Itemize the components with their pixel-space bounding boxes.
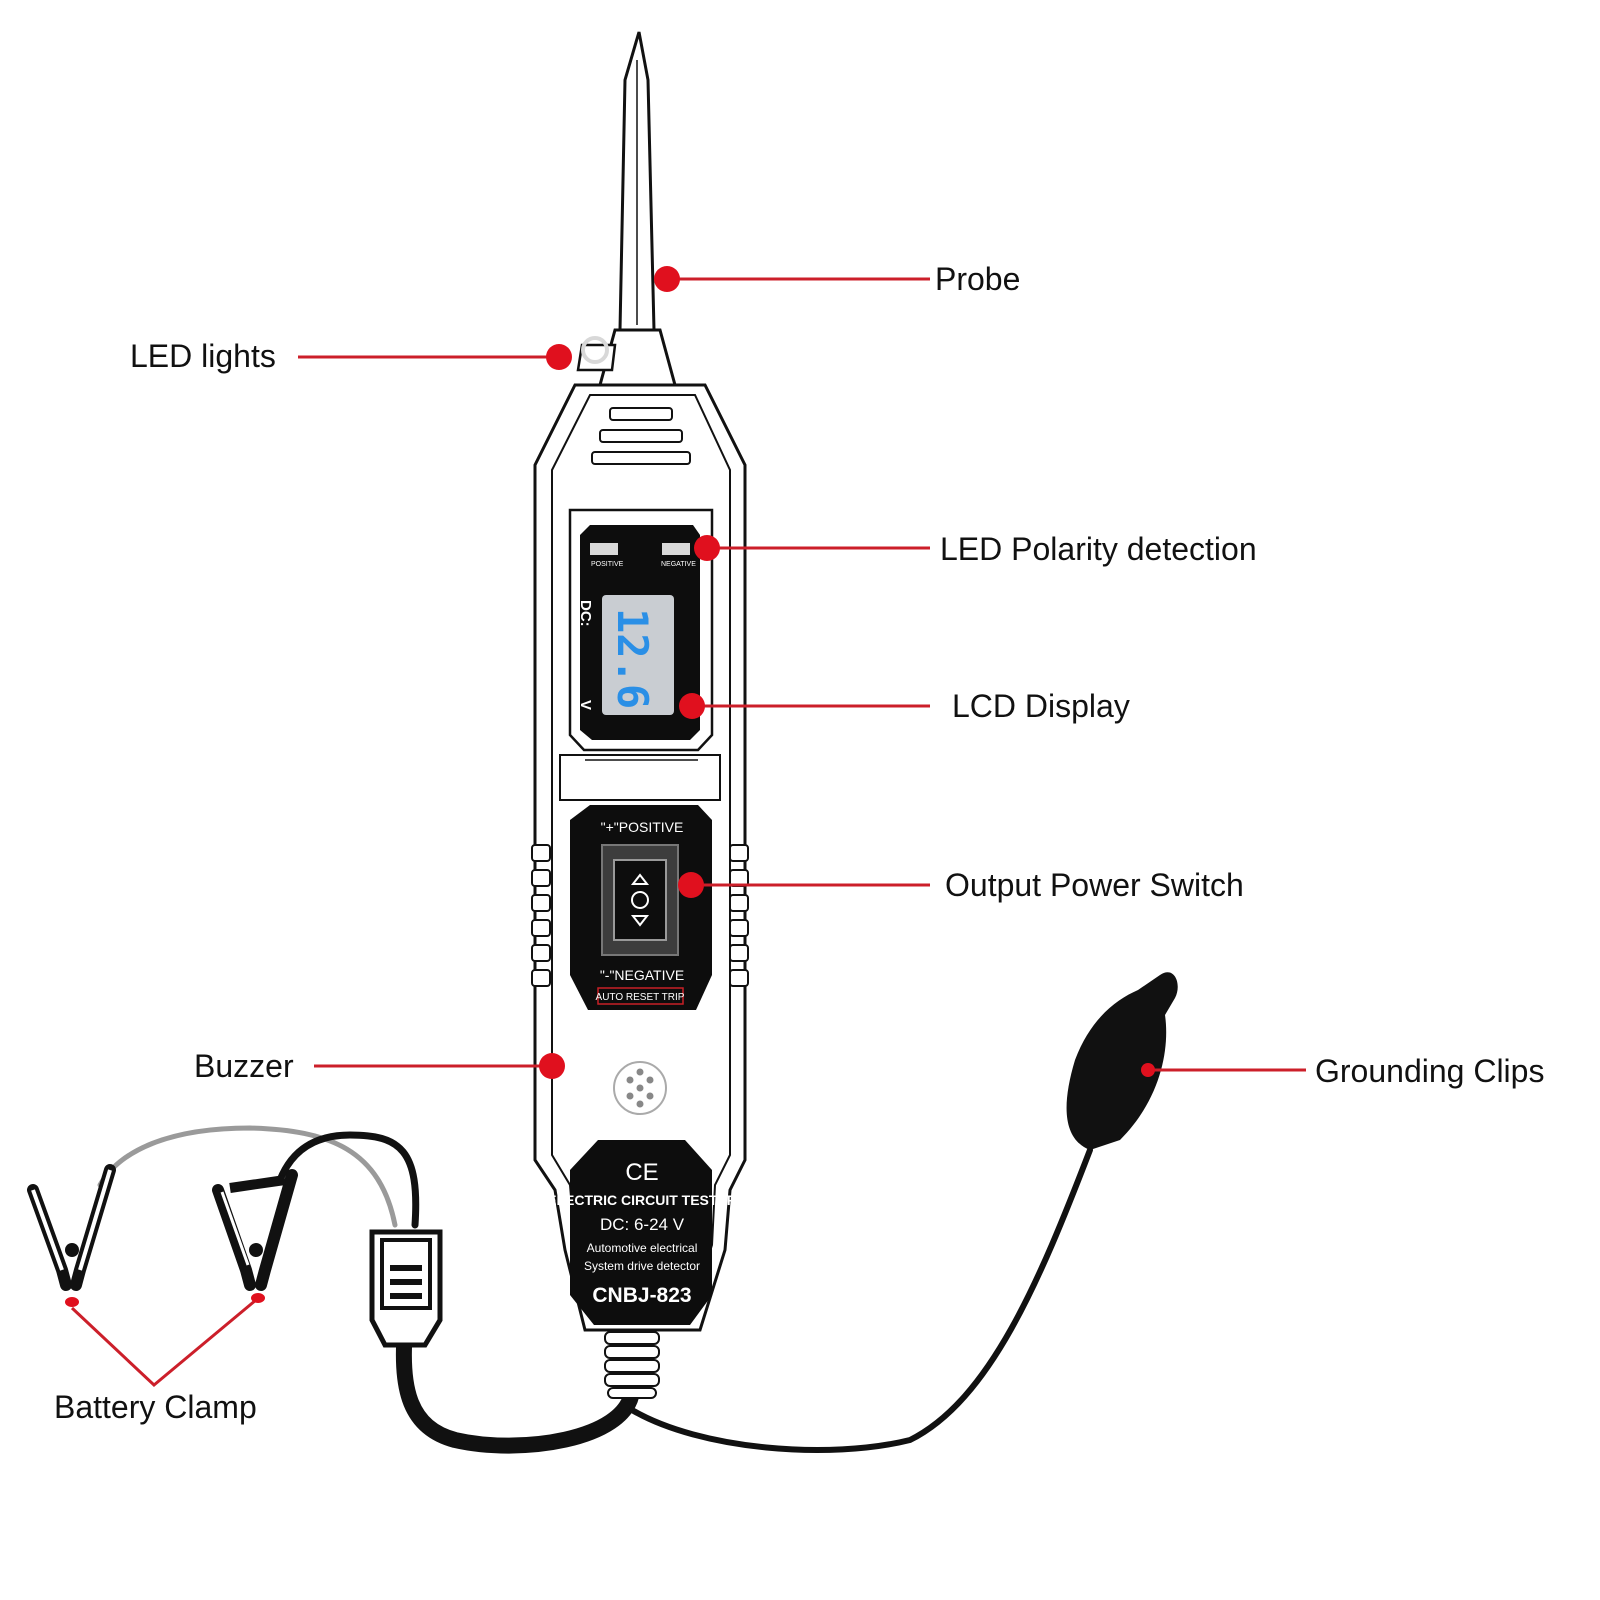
lcd-reading: 12.6 <box>608 608 657 709</box>
callout-lines <box>70 277 1306 1388</box>
strain-relief <box>604 1331 660 1399</box>
battery-clamp-left <box>27 1164 116 1291</box>
certification-marks: CE <box>625 1159 658 1186</box>
positive-indicator <box>590 543 618 555</box>
callout-dots <box>65 266 1155 1307</box>
model-number: CNBJ-823 <box>592 1284 691 1307</box>
polarity-indicators: POSITIVE NEGATIVE <box>590 543 696 568</box>
led-light-window <box>576 336 617 372</box>
switch-arrows-icon <box>630 873 650 927</box>
negative-indicator-label: NEGATIVE <box>661 561 696 568</box>
connector-plug <box>369 1229 443 1348</box>
label-panel <box>570 1140 712 1325</box>
negative-indicator <box>662 543 690 555</box>
switch-positive-label: "+"POSITIVE <box>601 819 684 835</box>
grounding-marker <box>1141 1063 1155 1077</box>
grounding-clip <box>1066 972 1178 1150</box>
led-polarity-label: LED Polarity detection <box>940 531 1257 567</box>
lcd-display-label: LCD Display <box>952 688 1130 724</box>
led-lights-marker <box>546 344 572 370</box>
output-power-switch-label: Output Power Switch <box>945 867 1244 903</box>
lcd-screen <box>602 595 674 715</box>
ground-cable <box>629 1147 1093 1453</box>
battery-clamp-right <box>212 1169 298 1291</box>
product-name: ELECTRIC CIRCUIT TESTER <box>547 1192 737 1208</box>
tester-body: POSITIVE NEGATIVE 12.6 DC: V "+"POSITIVE… <box>531 31 749 1399</box>
output-power-switch[interactable] <box>613 859 667 941</box>
buzzer-label: Buzzer <box>194 1048 294 1084</box>
buzzer-grille <box>613 1061 667 1115</box>
callout-labels: Probe LED lights LED Polarity detection … <box>54 261 1544 1425</box>
positive-indicator-label: POSITIVE <box>591 561 624 568</box>
grounding-clips-label: Grounding Clips <box>1315 1053 1544 1089</box>
buzzer-marker <box>539 1053 565 1079</box>
switch-negative-label: "-"NEGATIVE <box>600 967 684 983</box>
probe-label: Probe <box>935 261 1020 297</box>
lcd-prefix: DC: <box>577 600 594 627</box>
led-lights-label: LED lights <box>130 338 276 374</box>
battery-clamp-marker-left <box>65 1297 79 1307</box>
cables <box>97 1125 1093 1454</box>
probe-marker <box>654 266 680 292</box>
description-line-1: Automotive electrical <box>587 1241 698 1255</box>
grey-wire <box>97 1125 398 1228</box>
polarity-marker <box>694 535 720 561</box>
switch-marker <box>678 872 704 898</box>
black-wire <box>276 1131 420 1229</box>
voltage-range: DC: 6-24 V <box>600 1215 685 1234</box>
lcd-unit: V <box>577 700 594 710</box>
battery-clamp-label: Battery Clamp <box>54 1389 257 1425</box>
auto-reset-label: AUTO RESET TRIP <box>596 992 685 1003</box>
lcd-marker <box>679 693 705 719</box>
main-cable <box>395 1322 640 1454</box>
description-line-2: System drive detector <box>584 1259 700 1273</box>
battery-clamp-marker-right <box>251 1293 265 1303</box>
